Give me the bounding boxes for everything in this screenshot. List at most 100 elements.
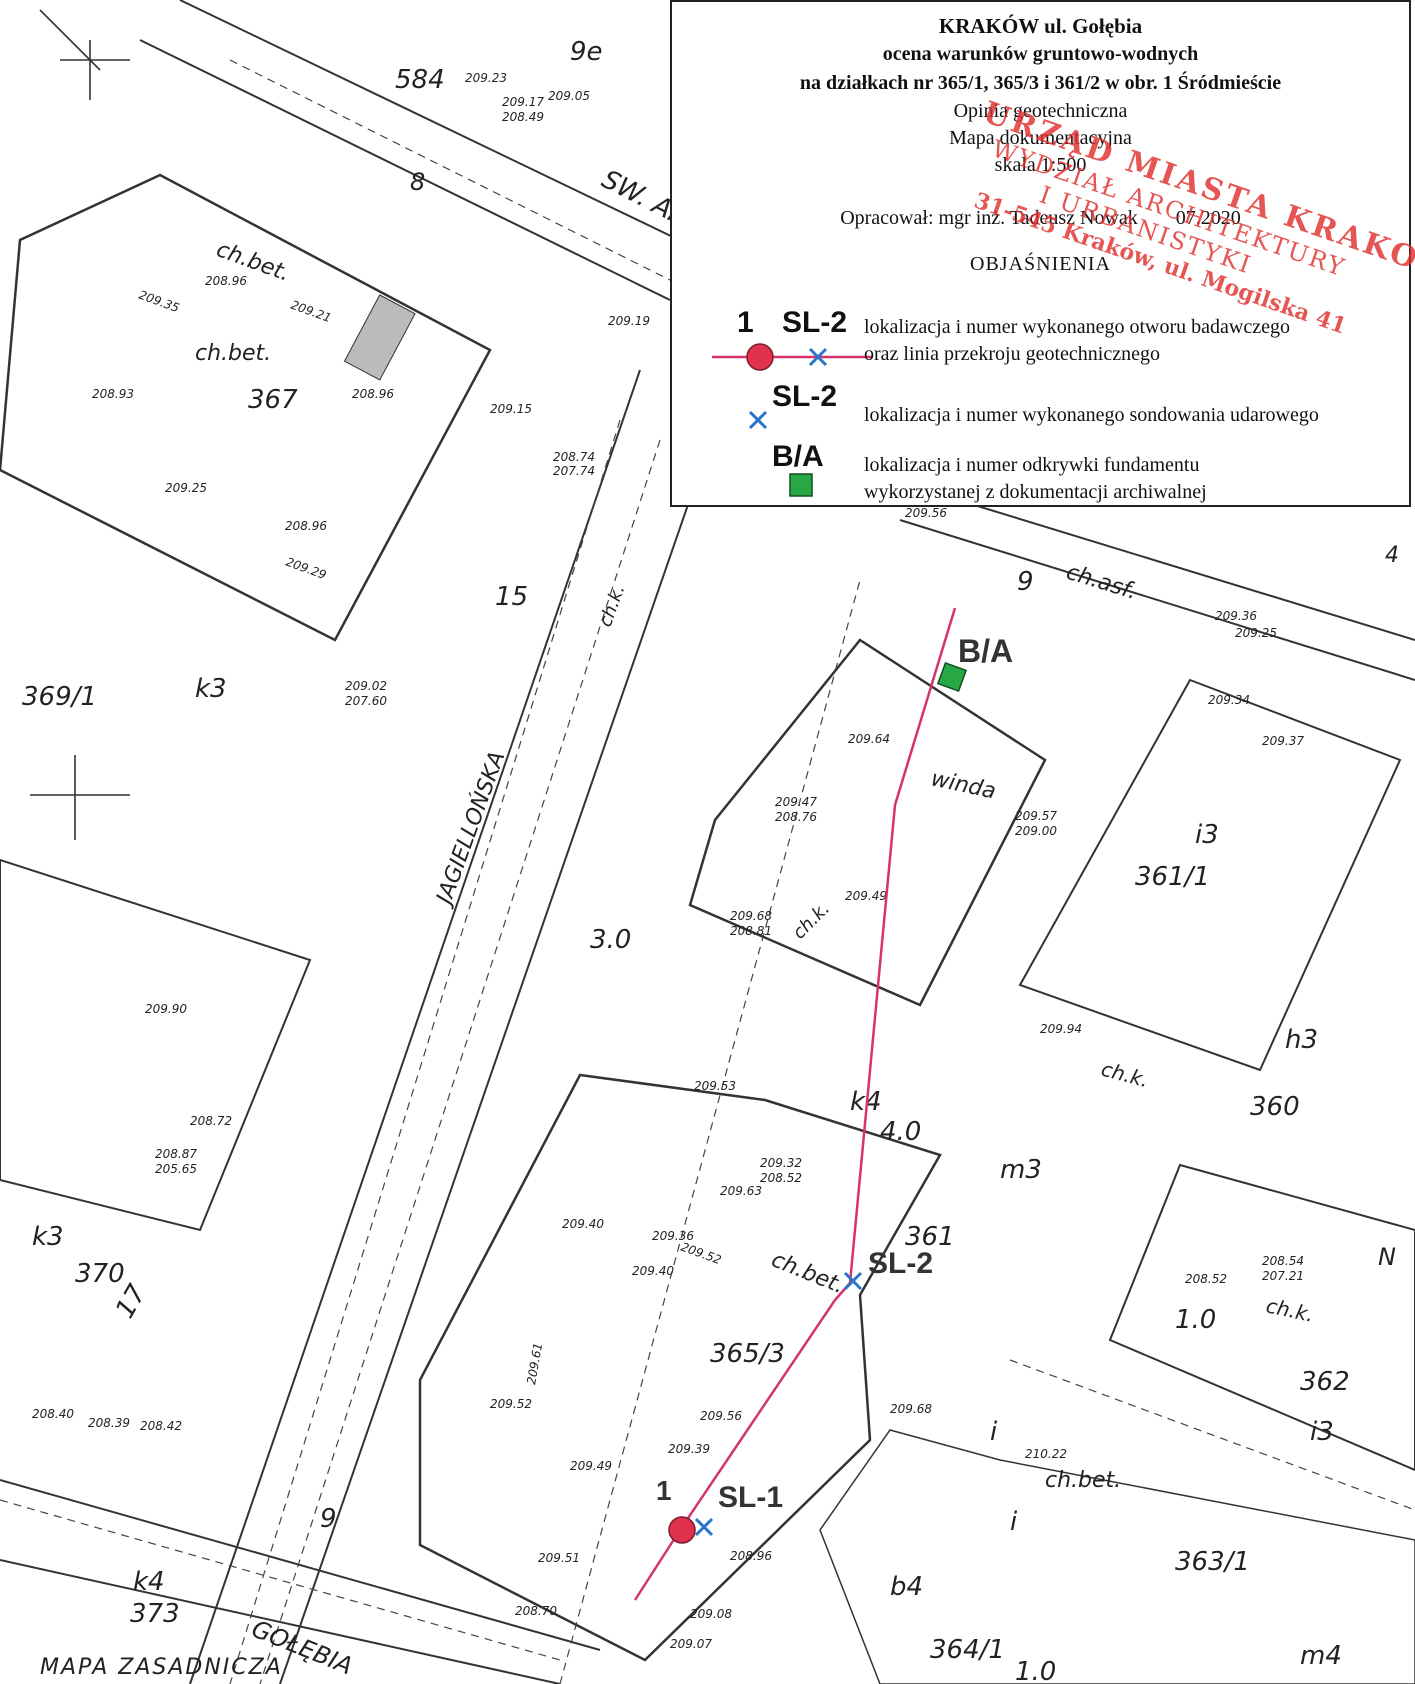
landuse-i3-b: i3 xyxy=(1310,1417,1334,1447)
number-15: 15 xyxy=(495,582,528,612)
sounding-sl-2-marker xyxy=(843,1271,863,1291)
legend-excavation-code: B/A xyxy=(772,442,824,473)
dashed-lines xyxy=(0,59,1415,1684)
svg-text:205.65: 205.65 xyxy=(155,1162,197,1176)
legend-sounding-desc: lokalizacja i numer wykonanego sondowani… xyxy=(864,404,1319,426)
building-label-3: ch.bet. xyxy=(768,1247,848,1299)
svg-text:209.94: 209.94 xyxy=(1040,1022,1082,1036)
svg-text:209.21: 209.21 xyxy=(289,298,333,326)
parcel-360: 360 xyxy=(1250,1092,1300,1122)
svg-text:208.96: 208.96 xyxy=(730,1549,772,1563)
svg-text:209.63: 209.63 xyxy=(720,1184,762,1198)
svg-text:209.47: 209.47 xyxy=(775,795,817,809)
svg-text:207.74: 207.74 xyxy=(553,464,595,478)
svg-text:209.23: 209.23 xyxy=(465,71,507,85)
svg-text:209.40: 209.40 xyxy=(562,1217,604,1231)
svg-text:208.96: 208.96 xyxy=(352,387,394,401)
street-jagiellonska: JAGIELLOŃSKA xyxy=(430,748,511,911)
svg-text:209.00: 209.00 xyxy=(1015,824,1057,838)
compass-n: N xyxy=(1378,1243,1396,1271)
landuse-k3-b: k3 xyxy=(32,1222,64,1252)
borehole-1-marker xyxy=(668,1516,696,1544)
svg-text:209.68: 209.68 xyxy=(890,1402,932,1416)
legend-title-2: ocena warunków gruntowo-wodnych xyxy=(882,43,1199,65)
svg-text:208.76: 208.76 xyxy=(775,810,817,824)
svg-text:207.21: 207.21 xyxy=(1262,1269,1304,1283)
legend-item-excavation: B/A lokalizacja i numer odkrywki fundame… xyxy=(672,442,1413,512)
svg-text:209.05: 209.05 xyxy=(548,89,590,103)
number-9-b: 9 xyxy=(1017,567,1034,597)
svg-text:209.34: 209.34 xyxy=(1208,693,1250,707)
sounding-sl-1-marker xyxy=(694,1517,714,1537)
building-label-winda: winda xyxy=(929,766,998,804)
svg-text:209.36: 209.36 xyxy=(652,1229,694,1243)
landuse-k3-a: k3 xyxy=(195,674,227,704)
svg-text:209.49: 209.49 xyxy=(845,889,887,903)
svg-text:209.02: 209.02 xyxy=(345,679,387,693)
legend-borehole-code: SL-2 xyxy=(782,306,847,339)
building-winda xyxy=(688,638,1047,1007)
legend-borehole-number: 1 xyxy=(737,306,754,339)
parcel-369-1: 369/1 xyxy=(22,682,97,712)
svg-text:209.08: 209.08 xyxy=(690,1607,732,1621)
legend-title-3: na działkach nr 365/1, 365/3 i 361/2 w o… xyxy=(799,72,1282,94)
grid-crosses xyxy=(30,9,130,840)
svg-text:208.52: 208.52 xyxy=(760,1171,802,1185)
svg-text:209.17: 209.17 xyxy=(502,95,544,109)
svg-text:208.39: 208.39 xyxy=(88,1416,130,1430)
legend-scale: skala 1:500 xyxy=(994,154,1087,176)
storey-labels: 3.0 4.0 1.0 1.0 xyxy=(590,925,1216,1684)
storey-1-0-b: 1.0 xyxy=(1015,1657,1056,1684)
legend-item-sounding: SL-2 lokalizacja i numer wykonanego sond… xyxy=(672,374,1413,444)
legend-author-line: Opracował: mgr inż. Tadeusz Nowak 07.2020 xyxy=(672,205,1409,231)
legend-date: 07.2020 xyxy=(1175,207,1241,229)
svg-text:209.52: 209.52 xyxy=(490,1397,532,1411)
sounding-sl-1-label: SL-1 xyxy=(718,1481,783,1514)
legend-box: KRAKÓW ul. Gołębia ocena warunków grunto… xyxy=(670,0,1411,507)
building-363-1 xyxy=(819,1429,1415,1684)
excavation-ba-label: B/A xyxy=(958,633,1013,669)
svg-text:209.19: 209.19 xyxy=(608,314,650,328)
legend-excavation-desc-1: lokalizacja i numer odkrywki fundamentu xyxy=(864,454,1200,476)
parcel-365-3: 365/3 xyxy=(710,1339,785,1369)
svg-text:209.64: 209.64 xyxy=(848,732,890,746)
svg-text:207.60: 207.60 xyxy=(345,694,387,708)
svg-text:209.52: 209.52 xyxy=(679,1240,723,1268)
landuse-i3-a: i3 xyxy=(1195,820,1219,850)
legend-author: Opracował: mgr inż. Tadeusz Nowak xyxy=(840,207,1138,229)
svg-text:209.36: 209.36 xyxy=(1215,609,1257,623)
corner-label: MAPA ZASADNICZA xyxy=(40,1655,283,1680)
storey-3-0: 3.0 xyxy=(590,925,631,955)
landuse-h3: h3 xyxy=(1285,1025,1318,1055)
landuse-m3: m3 xyxy=(1000,1155,1042,1185)
svg-text:208.42: 208.42 xyxy=(140,1419,182,1433)
svg-text:209.25: 209.25 xyxy=(1235,626,1277,640)
building-367 xyxy=(0,173,492,642)
legend-excavation-desc-2: wykorzystanej z dokumentacji archiwalnej xyxy=(864,481,1207,503)
building-362 xyxy=(1108,1163,1415,1472)
svg-text:209.35: 209.35 xyxy=(137,288,181,316)
svg-text:209.40: 209.40 xyxy=(632,1264,674,1278)
svg-text:209.56: 209.56 xyxy=(700,1409,742,1423)
storey-4-0: 4.0 xyxy=(880,1117,921,1147)
svg-text:209.29: 209.29 xyxy=(284,555,328,583)
excavation-ba-marker xyxy=(936,661,968,693)
parcel-364-1: 364/1 xyxy=(930,1635,1005,1665)
svg-text:209.15: 209.15 xyxy=(490,402,532,416)
legend-borehole-desc-2: oraz linia przekroju geotechnicznego xyxy=(864,343,1160,365)
svg-text:208.96: 208.96 xyxy=(285,519,327,533)
landuse-i-b: i xyxy=(1010,1507,1018,1537)
legend-borehole-symbol: 1 SL-2 xyxy=(712,306,872,371)
legend-subtitle-1: Opinia geotechniczna xyxy=(953,100,1128,122)
svg-text:209.68: 209.68 xyxy=(730,909,772,923)
landuse-i-a: i xyxy=(990,1417,998,1447)
landuse-k4-a: k4 xyxy=(133,1567,165,1597)
svg-text:209.32: 209.32 xyxy=(760,1156,802,1170)
svg-text:209.53: 209.53 xyxy=(694,1079,736,1093)
number-9e: 9e xyxy=(570,37,603,67)
number-4: 4 xyxy=(1385,543,1399,568)
building-label-8: ch.k. xyxy=(789,898,834,943)
number-584: 584 xyxy=(395,65,445,95)
stairs-367 xyxy=(343,294,416,381)
building-361-1 xyxy=(1018,678,1402,1072)
